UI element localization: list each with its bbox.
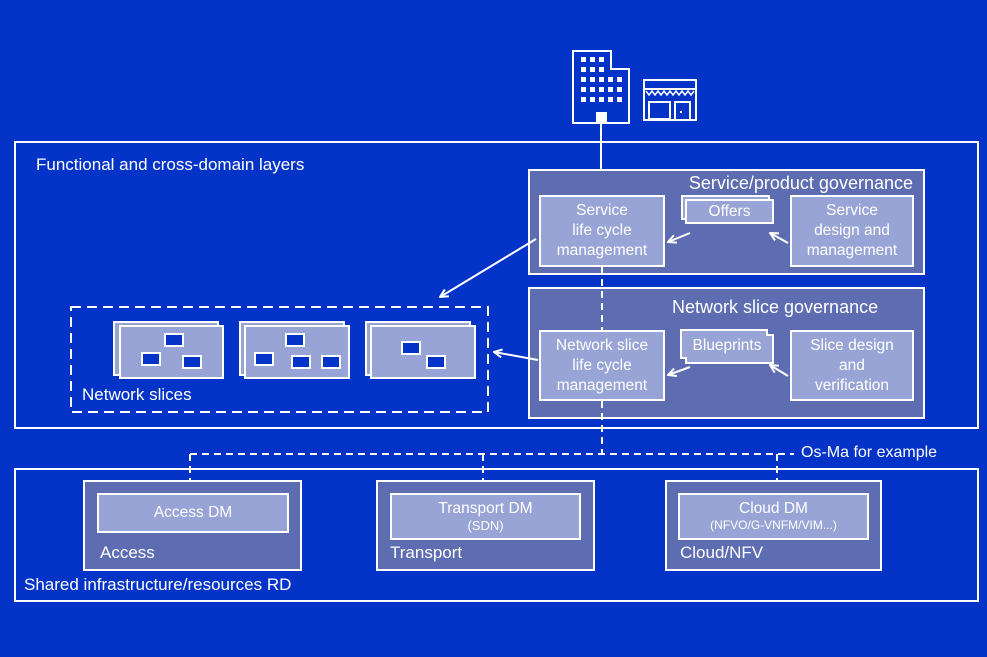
blueprints-label: Blueprints <box>692 337 762 354</box>
storefront-icon <box>643 79 697 121</box>
infrastructure-frame <box>14 468 979 602</box>
infrastructure-label: Shared infrastructure/resources RD <box>24 575 292 594</box>
access-domain-label: Access <box>100 543 155 562</box>
cloud-domain-label: Cloud/NFV <box>680 543 764 562</box>
slice-governance-title: Network slice governance <box>672 297 879 317</box>
slice-design-box: Slice design and verification <box>790 330 914 401</box>
cloud-dm-sublabel: (NFVO/G-VNFM/VIM...) <box>710 518 837 532</box>
service-lifecycle-box: Service life cycle management <box>539 195 665 267</box>
service-design-box: Service design and management <box>790 195 914 267</box>
transport-domain-label: Transport <box>390 543 463 562</box>
service-governance-title: Service/product governance <box>688 173 913 193</box>
network-slices-label: Network slices <box>82 385 192 404</box>
access-dm-label: Access DM <box>153 504 233 521</box>
functional-layer-label: Functional and cross-domain layers <box>36 155 305 174</box>
cloud-dm-label: Cloud DM <box>739 500 808 517</box>
office-building-icon <box>572 50 630 124</box>
transport-dm-sublabel: (SDN) <box>467 518 504 533</box>
cloud-dm-box: Cloud DM (NFVO/G-VNFM/VIM...) <box>678 493 869 540</box>
offers-box: Offers <box>685 199 774 224</box>
access-dm-box: Access DM <box>97 493 289 533</box>
slice-lifecycle-box: Network slice life cycle management <box>539 330 665 401</box>
transport-dm-box: Transport DM (SDN) <box>390 493 581 540</box>
interface-label: Os-Ma for example <box>801 444 938 461</box>
transport-dm-label: Transport DM <box>438 500 533 517</box>
functional-layer-frame <box>14 141 979 429</box>
